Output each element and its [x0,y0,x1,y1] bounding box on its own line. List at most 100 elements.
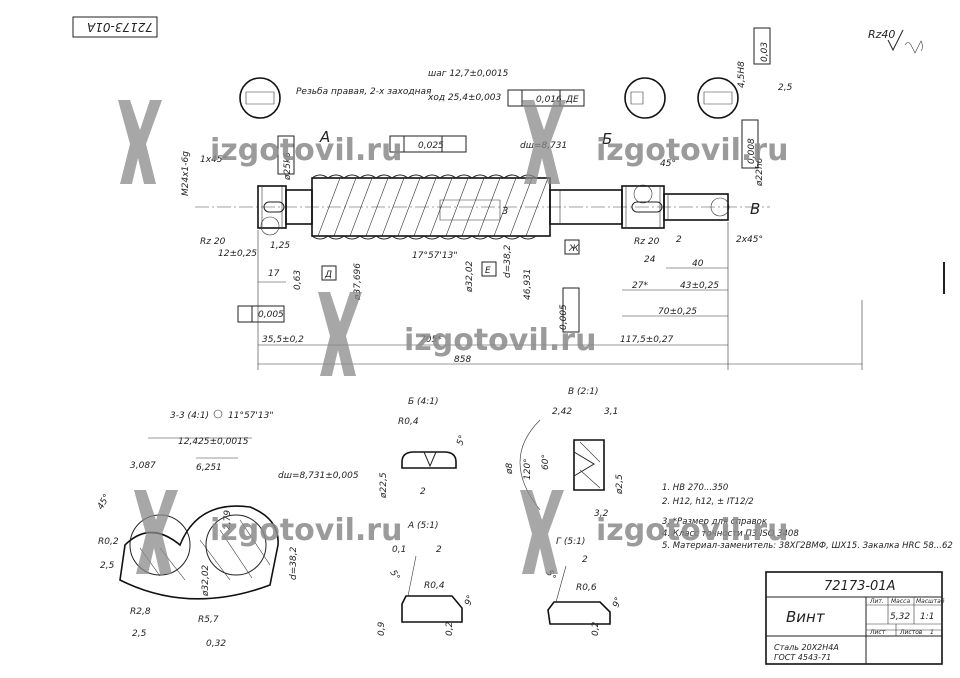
detail-v-d8: ø8 [505,462,515,475]
title-sheets-label: Листов [899,629,923,636]
watermark-figure-1 [118,100,162,184]
helix-angle: 17°57'13" [412,251,457,261]
detail-a-r04: R0,4 [424,581,445,591]
detail-v: В (2:1) 2,42 3,1 ø8 120° 60° ø2,5 3,2 [505,387,625,519]
detail-g-d2: 2 [582,555,588,565]
roughness-label: Rz40 [868,28,895,41]
watermark-text-1: izgotovil.ru [210,133,402,168]
note-3: 3. *Размер для справок [662,517,768,527]
dim-35-5: 35,5±0,2 [262,335,304,345]
detail-a-a9: 9° [463,594,476,607]
s33-dw: dш=8,731±0,005 [278,471,359,481]
detail-b-title: Б (4:1) [408,397,439,407]
right-journal: ø22h6 [755,157,765,187]
s33-d3087: 3,087 [130,461,156,471]
detail-a-title: А (5:1) [407,521,439,531]
tol-0005: 0,005 [559,304,569,330]
thread-od: ø37,696 [353,263,363,301]
detail-a: А (5:1) 0,1 2 R0,4 0,9 0,2 5° 9° [377,521,476,636]
left-dim-125: 1,25 [270,241,290,251]
technical-notes: 1. HB 270...350 2. H12, h12, ± IT12/2 3.… [662,483,953,551]
datum-d: Д [324,270,332,280]
detail-g-d02: 0,2 [591,621,601,636]
detail-v-a60: 60° [541,454,551,470]
right-tol-03: 0,03 [760,42,770,62]
left-dim-12: 12±0,25 [218,249,257,259]
title-mass-label: Масса [891,598,910,605]
title-name: Винт [786,608,826,626]
watermark-text-2: izgotovil.ru [596,133,788,168]
left-dim-17: 17 [268,269,280,279]
detail-g-r06: R0,6 [576,583,597,593]
watermark-figure-4 [134,490,178,574]
dim-27: 27* [632,281,648,291]
right-dim-25: 2,5 [778,83,793,93]
s33-d32: ø32,02 [201,564,211,597]
thread-title: Резьба правая, 2-х заходная [296,87,432,97]
detail-b-d225: ø22,5 [379,472,389,499]
detail-a-d09: 0,9 [377,621,387,636]
dim-43: 43±0,25 [680,281,719,291]
right-roughness: Rz 20 [634,237,660,247]
datum-e: Е [485,266,491,276]
watermark-figure-3 [318,292,362,376]
right-tol-008: 0,008 [747,138,757,164]
dim-117-5: 117,5±0,27 [620,335,674,345]
detail-b-r04: R0,4 [398,417,419,427]
detail-a-a5: 5° [387,569,401,583]
dim-40: 40 [692,259,704,269]
detail-b-d2: 2 [420,487,426,497]
dim-24: 24 [644,255,656,265]
s33-d032: 0,32 [206,639,226,649]
thread-step: шаг 12,7±0,0015 [428,69,509,79]
title-material-1: Сталь 20Х2Н4А [774,643,839,652]
left-journal: ø25k6 [283,152,293,181]
right-chamfer: 2x45° [736,235,763,245]
s33-d279: 2,79 [223,510,233,530]
title-block: 72173-01A Винт Лит. Масса Масштаб 5,32 1… [765,571,945,665]
watermark-text-3: izgotovil.ru [404,323,596,358]
s33-d6251: 6,251 [196,463,222,473]
note-1: 1. HB 270...350 [662,483,728,493]
keyway-width: 4,5H8 [737,61,747,88]
dim-858: 858 [454,355,471,365]
tol-025: 0,025 [418,141,444,151]
main-view [195,27,863,370]
left-chamfer: 1x45° [200,155,227,165]
dim-46: 46,931 [523,269,533,301]
detail-g: Г (5:1) 2 R0,6 0,2 5° 9° [543,537,624,636]
left-roughness: Rz 20 [200,237,226,247]
dim-70: 70±0,25 [658,307,697,317]
main-view-labels: Резьба правая, 2-х заходная шаг 12,7±0,0… [181,42,793,365]
s33-r28: R2,8 [130,607,151,617]
tol-016: 0,016 [536,95,562,105]
left-dim-063: 0,63 [293,270,303,290]
section-mark-b: Б [602,130,612,148]
s33-r57: R5,7 [198,615,219,625]
section-3-3: 3-3 (4:1) 11°57'13" 12,425±0,0015 6,251 … [96,409,359,649]
detail-v-a120: 120° [523,458,533,480]
datum-de: ДЕ [565,95,579,105]
thread-mid: ø32,02 [465,260,475,293]
left-thread: M24x1-6g [181,151,191,196]
datum-zh: Ж [568,244,579,254]
title-sheets: 1 [930,629,934,636]
thread-root: d=38,2 [503,244,513,278]
watermark-text-5: izgotovil.ru [596,513,788,548]
s33-d12425: 12,425±0,0015 [178,437,249,447]
title-mass: 5,32 [890,612,910,622]
detail-g-title: Г (5:1) [556,537,585,547]
detail-v-d25: ø2,5 [615,474,625,495]
section-mark-a: A [319,128,330,146]
s33-d25: 2,5 [100,561,115,571]
detail-a-d02: 0,2 [445,621,455,636]
title-sheet-label: Лист [869,629,886,636]
s33-d38: d=38,2 [289,546,299,580]
top-stamp: 72173-01A [72,16,158,38]
detail-a-d01: 0,1 [392,545,406,555]
title-doc-number: 72173-01A [824,579,895,594]
watermark-figure-5 [520,490,564,574]
title-lit-label: Лит. [869,598,884,605]
watermarks: izgotovil.ru izgotovil.ru izgotovil.ru i… [118,100,788,574]
